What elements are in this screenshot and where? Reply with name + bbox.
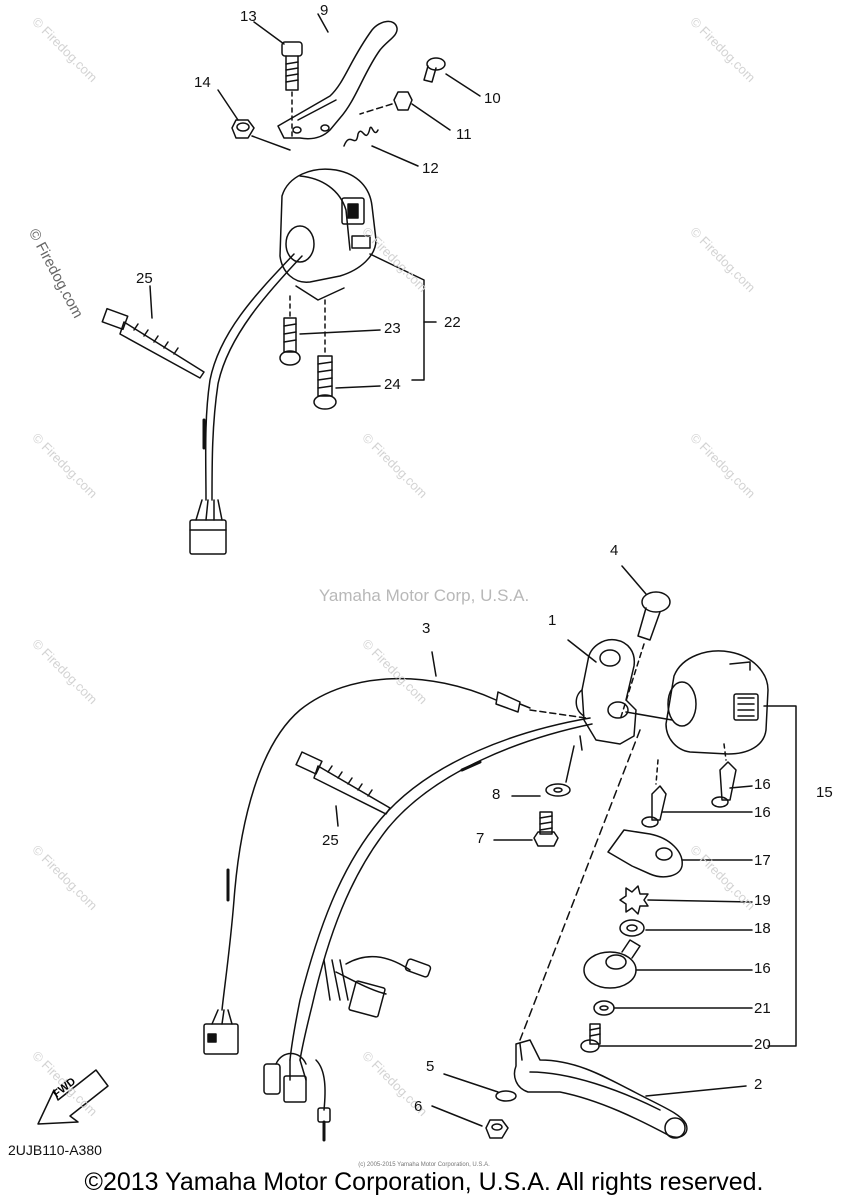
callout-26-lower: 25 [322, 832, 339, 849]
part-20-washer [619, 885, 753, 915]
part-16-screw-b [641, 759, 753, 828]
part-15-switch [665, 650, 797, 1047]
diagram-code: 2UJB110-A380 [8, 1142, 102, 1158]
part-6-nut [431, 1105, 509, 1139]
upper-wire [189, 253, 303, 555]
callout-16b: 16 [754, 804, 771, 821]
callout-18: 17 [754, 852, 771, 869]
part-26-cable-tie-upper [101, 285, 205, 379]
callout-9: 9 [320, 2, 329, 19]
part-24-screw [279, 295, 381, 366]
callout-17: 16 [754, 960, 771, 977]
part-18-cover [607, 829, 753, 878]
part-5-oring [443, 1073, 517, 1102]
part-12-spring [343, 126, 379, 147]
part-2-lever [513, 1039, 747, 1139]
callout-1: 1 [548, 612, 557, 629]
part-4-bolt [619, 565, 671, 721]
lower-harness [263, 717, 593, 1142]
callout-26-upper: 25 [136, 270, 153, 287]
part-19-washer [619, 919, 753, 937]
callout-25: 24 [384, 376, 401, 393]
part-17-button [583, 939, 753, 989]
callout-8: 8 [492, 786, 501, 803]
callout-2: 2 [754, 1076, 763, 1093]
callout-19: 18 [754, 920, 771, 937]
callout-6: 6 [414, 1098, 423, 1115]
part-13-bolt [281, 41, 303, 139]
callout-23: 22 [444, 314, 461, 331]
callout-4: 4 [610, 542, 619, 559]
callout-11: 11 [456, 126, 472, 143]
callout-12: 12 [422, 160, 439, 177]
callout-20: 19 [754, 892, 771, 909]
part-9-lever [277, 20, 398, 140]
part-16-screw-a [711, 743, 753, 808]
callout-16a: 16 [754, 776, 771, 793]
part-14-nut [231, 119, 291, 151]
part-22-washer [593, 1000, 753, 1016]
tiny-copyright-note: (c) 2005-2015 Yamaha Motor Corporation, … [358, 1162, 490, 1168]
part-7-bolt [493, 811, 559, 847]
callout-22: 21 [754, 1000, 771, 1017]
part-21-screw [580, 1023, 753, 1053]
callout-24: 23 [384, 320, 401, 337]
copyright: ©2013 Yamaha Motor Corporation, U.S.A. A… [84, 1168, 764, 1196]
callout-15: 15 [816, 784, 833, 801]
fwd-arrow-icon [37, 1069, 109, 1125]
part-3-cable [203, 651, 531, 1055]
center-credit: Yamaha Motor Corp, U.S.A. [318, 586, 530, 605]
part-23-switch [279, 168, 377, 301]
callout-3: 3 [422, 620, 431, 637]
part-1-holder [567, 638, 637, 751]
part-8-washer [511, 745, 575, 797]
callout-14: 14 [194, 74, 211, 91]
callout-21: 20 [754, 1036, 771, 1053]
part-26-cable-tie-lower [295, 751, 391, 827]
part-11-nut [359, 91, 413, 115]
callout-7: 7 [476, 830, 485, 847]
callout-10: 10 [484, 90, 501, 107]
part-10-screw [423, 57, 446, 83]
part-25-screw [313, 299, 381, 410]
callout-13: 13 [240, 8, 257, 25]
callout-5: 5 [426, 1058, 435, 1075]
